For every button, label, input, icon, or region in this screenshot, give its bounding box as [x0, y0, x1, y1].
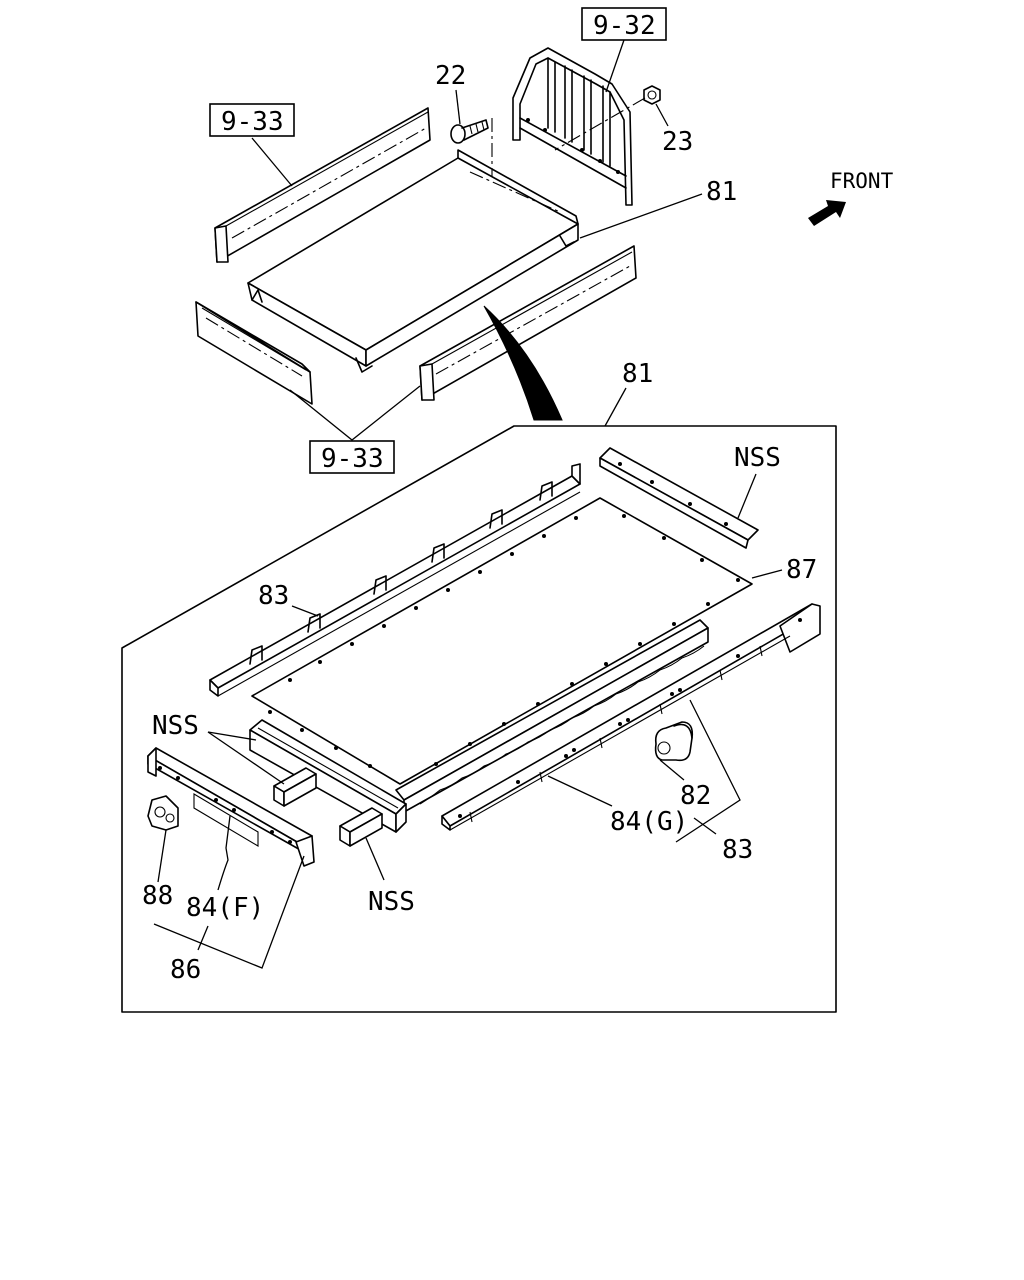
- leader-87: [751, 569, 783, 579]
- ref-label-9-33-bottom: 9-33: [321, 444, 384, 474]
- detail-pointer-arrow: [483, 305, 563, 421]
- leader-nss-top-right: [737, 473, 757, 519]
- callout-83-right: 83: [722, 835, 753, 865]
- leader-86-b: [197, 925, 209, 951]
- callout-88: 88: [142, 881, 173, 911]
- cross-member-top-right: [599, 447, 759, 549]
- callout-22: 22: [435, 61, 466, 91]
- leader-nss-left-b: [207, 731, 257, 741]
- callout-82: 82: [680, 781, 711, 811]
- callout-nss-bottom: NSS: [368, 887, 415, 917]
- callout-86: 86: [170, 955, 201, 985]
- ref-label-9-32: 9-32: [593, 11, 656, 41]
- leader-9-32: [605, 39, 625, 93]
- leader-nss-left-a: [207, 731, 285, 785]
- leader-81-top: [579, 193, 703, 239]
- leader-22: [455, 89, 461, 125]
- front-label: FRONT: [830, 169, 894, 193]
- leader-81-detail: [604, 387, 627, 427]
- leader-9-33-top: [251, 137, 293, 187]
- leader-83-left: [291, 605, 319, 617]
- side-panel-right: [419, 245, 637, 401]
- floor-panel: [251, 497, 753, 785]
- detail-border: [121, 425, 837, 1013]
- leader-83-right: [675, 699, 741, 843]
- callout-84f: 84(F): [186, 893, 264, 923]
- leader-88: [157, 829, 167, 883]
- leader-86: [153, 855, 305, 969]
- leader-82: [659, 759, 685, 781]
- deck-platform: [247, 149, 579, 373]
- callout-23: 23: [662, 127, 693, 157]
- callout-81-detail: 81: [622, 359, 653, 389]
- callout-83-left: 83: [258, 581, 289, 611]
- side-rail-left: [209, 463, 581, 697]
- nss-block-left: [273, 767, 317, 807]
- front-direction-arrow-icon: [808, 200, 846, 226]
- callout-nss-top-right: NSS: [734, 443, 781, 473]
- callout-nss-left: NSS: [152, 711, 199, 741]
- leader-84g: [547, 775, 613, 807]
- headboard-frame: [512, 47, 633, 206]
- rear-frame-84f: [147, 747, 315, 867]
- ref-box-9-32: [581, 7, 667, 41]
- leader-83-right-b: [693, 817, 717, 835]
- leader-23: [655, 103, 669, 127]
- callout-84g: 84(G): [610, 807, 688, 837]
- bracket-82: [654, 721, 694, 762]
- leader-nss-bottom: [365, 837, 385, 881]
- ref-label-9-33-top: 9-33: [221, 107, 284, 137]
- side-panel-front-left: [195, 301, 313, 405]
- nut-23: [554, 85, 661, 151]
- ref-box-9-33-bottom: [309, 440, 395, 474]
- callout-81-top: 81: [706, 177, 737, 207]
- callout-87: 87: [786, 555, 817, 585]
- nss-block-bottom: [339, 807, 383, 847]
- rear-cross-sill: [249, 719, 407, 833]
- leader-9-33-bottom: [289, 385, 421, 441]
- bracket-88: [147, 795, 179, 831]
- side-panel-left-top: [214, 107, 431, 263]
- leader-84f: [217, 815, 231, 891]
- ref-box-9-33-top: [209, 103, 295, 137]
- side-frame-right-84g: [441, 603, 821, 831]
